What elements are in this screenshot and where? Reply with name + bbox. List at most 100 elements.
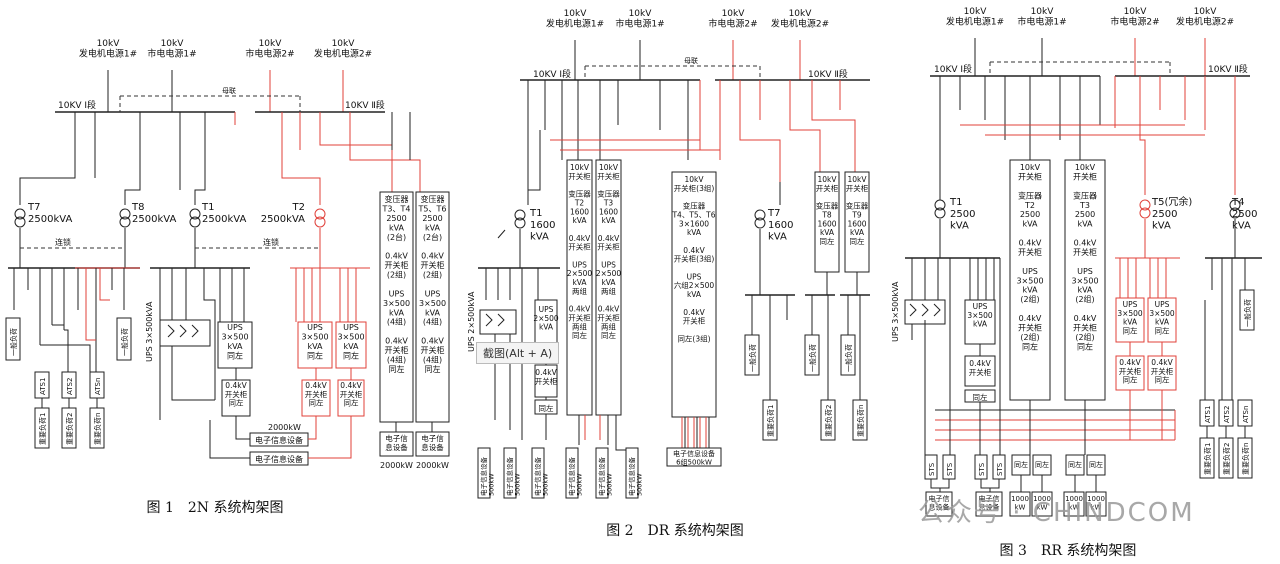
text-line: UPS <box>425 289 441 298</box>
text-line: 0.4kV <box>421 252 444 261</box>
text-line: (4组) <box>423 317 442 327</box>
2n-it-device-1: 电子信息设备 <box>255 435 303 445</box>
text-line: T3 <box>603 198 614 207</box>
text-line: 2500 <box>422 214 442 223</box>
dr-load-1: 一般负荷 <box>748 344 757 372</box>
text-line: 同左 <box>1123 375 1139 385</box>
rr-ats-2: ATS2 <box>1223 406 1231 423</box>
text-line: 开关柜 <box>846 183 869 193</box>
text-line: 10kV <box>684 175 704 184</box>
text-line: kVA <box>227 342 243 351</box>
text-line: 开关柜 <box>421 345 445 355</box>
text-line: 0.4kV <box>535 368 557 377</box>
text-line: 500kW <box>636 473 644 496</box>
rr-sts-1: STS <box>928 462 936 476</box>
rr-important-n: 重要负荷n <box>1241 443 1250 475</box>
text-line: 变压器 <box>568 189 591 199</box>
text-line: kVA <box>820 228 835 237</box>
text-line: 0.4kV <box>225 381 247 390</box>
text-line: 2500 <box>1075 210 1095 219</box>
text-line: 同左 <box>344 398 359 408</box>
text-line: 变压器 <box>683 201 706 211</box>
text-line <box>395 242 398 251</box>
text-line <box>1084 182 1087 191</box>
rr-caption: 图 3 RR 系统构架图 <box>1000 543 1137 559</box>
text-line: 开关柜 <box>969 367 992 377</box>
rr-same-2: 同左 <box>1014 460 1028 469</box>
text-line: 同左 <box>309 398 324 408</box>
text-line <box>693 193 695 202</box>
text-line: 同左 <box>1022 341 1038 351</box>
text-line: 0.4kV <box>385 252 408 261</box>
text-line: (4组) <box>387 354 406 364</box>
text-line <box>431 242 434 251</box>
text-line: 开关柜 <box>568 312 591 322</box>
text-line: 同左 <box>389 364 405 374</box>
text-line: 0.4kV <box>1151 358 1173 367</box>
text-line: (2组) <box>1075 294 1094 304</box>
text-line: 10kV <box>722 9 746 19</box>
rr-important-1: 重要负荷1 <box>1203 443 1212 475</box>
text-line: 开关柜 <box>225 389 248 399</box>
text-line: 同左 <box>1155 375 1171 385</box>
text-line: 10kV <box>599 163 619 172</box>
text-line: 3×500 <box>1149 309 1175 318</box>
text-line: 开关柜(3组) <box>674 254 715 264</box>
text-line: kW <box>1037 503 1048 511</box>
dr-it-bottom-6: 电子信息设备500kW <box>627 457 644 497</box>
text-line <box>1029 182 1032 191</box>
text-line: kVA <box>1077 220 1093 229</box>
text-line: 2500 <box>386 214 406 223</box>
text-line: 变压器 <box>1073 190 1097 200</box>
text-line: 发电机电源2# <box>314 48 372 60</box>
text-line <box>578 252 580 261</box>
text-line: T7 <box>767 208 780 219</box>
text-line: 500kW <box>514 473 522 496</box>
text-line: UPS <box>1077 267 1093 276</box>
text-line: 变压器 <box>421 194 445 204</box>
text-line: 3×500 <box>419 299 446 308</box>
text-line: 电子信息设备 <box>505 457 514 497</box>
text-line: 3×1600 <box>679 219 709 228</box>
text-line: 0.4kV <box>569 305 591 314</box>
text-line: 3×500 <box>1071 276 1098 285</box>
text-line: 变压器 <box>1018 190 1042 200</box>
rr-load-1: 一般负荷 <box>1243 299 1252 327</box>
text-line: 发电机电源2# <box>771 18 829 30</box>
2n-ats-1: ATS1 <box>39 378 47 395</box>
text-line: kVA <box>343 342 359 351</box>
2n-tie-mid-1: 连锁 <box>55 237 71 247</box>
text-line: kVA <box>601 278 616 287</box>
text-line: 开关柜 <box>568 171 591 181</box>
2n-bottom-it-2: 电子信息设备 <box>421 433 444 452</box>
text-line: 开关柜 <box>683 316 706 326</box>
text-line: T8 <box>821 210 832 219</box>
text-line: 3×500 <box>1117 309 1143 318</box>
text-line: kVA <box>687 290 702 299</box>
text-line: 息设备 <box>421 442 444 452</box>
text-line: 3×500 <box>221 332 248 341</box>
text-line: kW <box>1091 503 1102 511</box>
text-line: 市电电源1# <box>615 18 664 30</box>
text-line: 同左 <box>1123 326 1139 336</box>
